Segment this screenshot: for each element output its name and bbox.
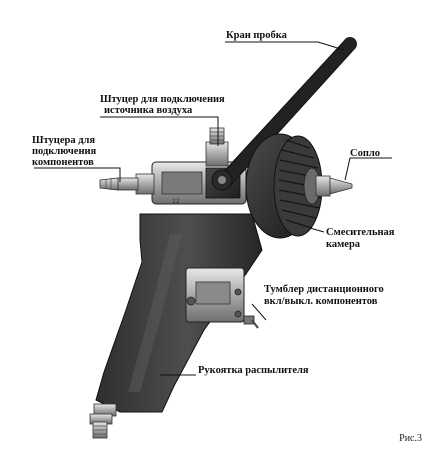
air-fitting bbox=[205, 127, 229, 167]
label-toggle-line1: Тумблер дистанционного bbox=[264, 284, 384, 295]
label-chamber-line1: Смесительная bbox=[326, 227, 395, 238]
figure-caption: Рис.3 bbox=[399, 433, 422, 444]
label-toggle-line2: вкл/выкл. компонентов bbox=[264, 296, 378, 307]
label-chamber-line2: камера bbox=[326, 239, 361, 250]
plug-valve-lever bbox=[211, 37, 357, 191]
leader-lines bbox=[34, 41, 392, 376]
leader-soplo bbox=[344, 157, 392, 181]
svg-text:22: 22 bbox=[172, 198, 180, 205]
mixing-chamber bbox=[245, 133, 323, 239]
bottom-fitting bbox=[89, 403, 117, 439]
label-air-fitting-line2: источника воздуха bbox=[104, 105, 193, 116]
nozzle bbox=[315, 175, 353, 197]
label-components-line1: Штуцера для bbox=[32, 135, 96, 146]
leader-kamera bbox=[309, 227, 325, 233]
leader-kran bbox=[225, 41, 345, 51]
label-components-line3: компонентов bbox=[32, 157, 94, 168]
leader-air bbox=[100, 116, 219, 146]
toggle-switch bbox=[185, 267, 259, 329]
grip-highlight bbox=[128, 234, 182, 392]
label-components-line2: подключения bbox=[32, 146, 97, 157]
leader-tumbler bbox=[251, 303, 267, 321]
left-fittings bbox=[99, 173, 155, 195]
label-handle: Рукоятка распылителя bbox=[198, 365, 309, 376]
label-kran-probka: Кран пробка bbox=[226, 30, 287, 41]
label-soplo: Сопло bbox=[350, 148, 381, 159]
leader-components bbox=[34, 167, 121, 182]
label-air-fitting-line1: Штуцер для подключения bbox=[100, 94, 225, 105]
